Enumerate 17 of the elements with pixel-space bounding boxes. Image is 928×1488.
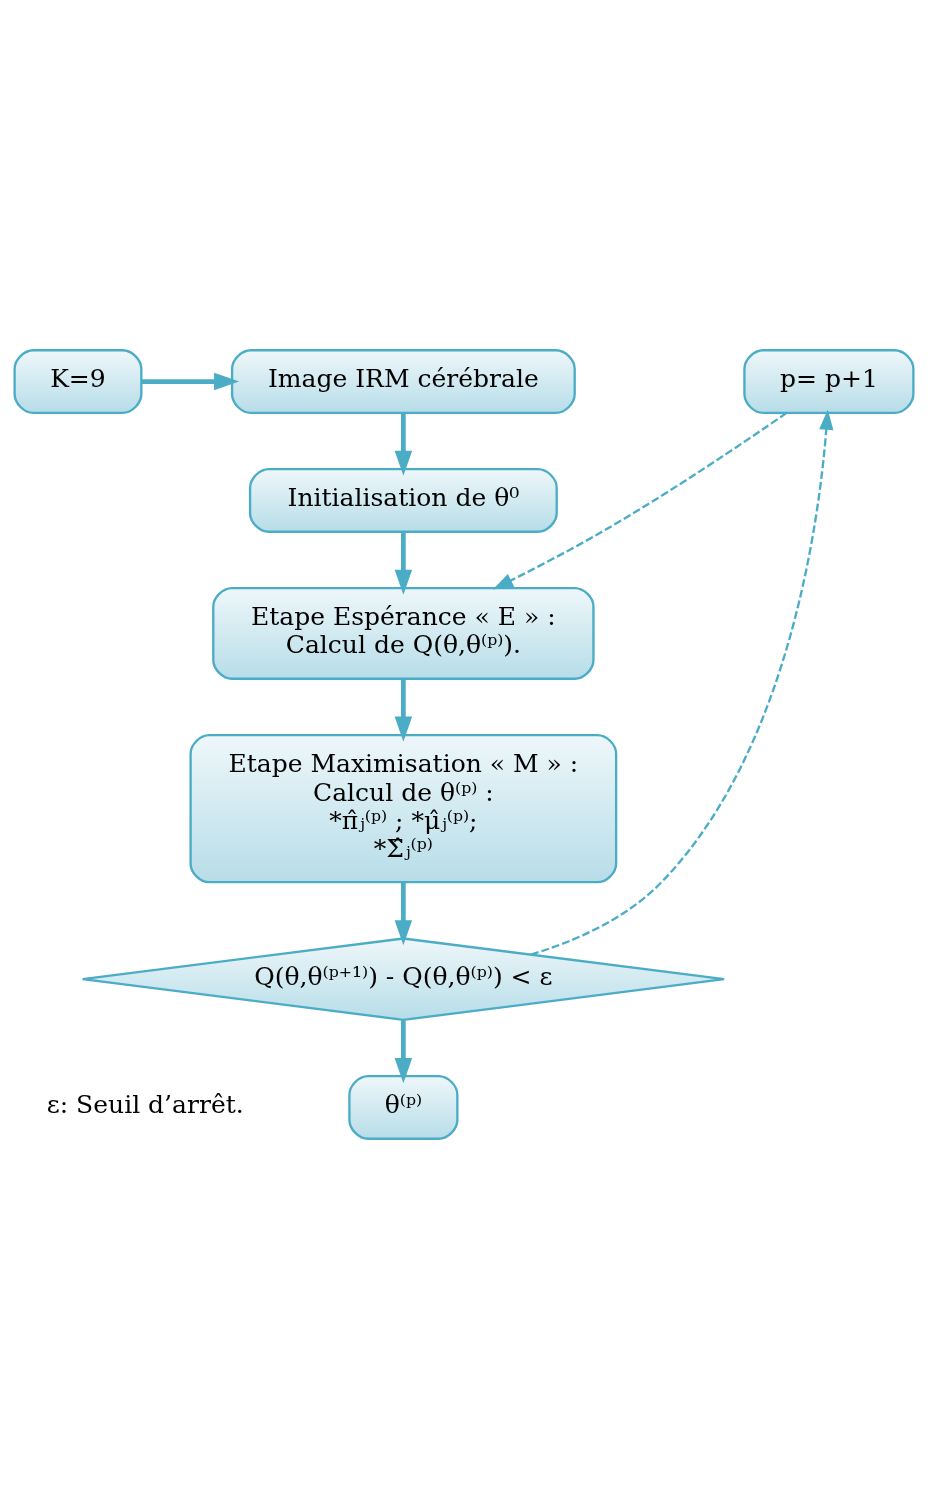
arrow xyxy=(141,372,240,390)
arrow xyxy=(394,1019,413,1083)
node-diamond: Q(θ,θ⁽ᵖ⁺¹⁾) - Q(θ,θ⁽ᵖ⁾) < ε xyxy=(81,936,726,1021)
arrow xyxy=(394,412,413,476)
node-box: Image IRM cérébrale xyxy=(230,348,576,414)
arrow xyxy=(530,408,834,956)
node-box: p= p+1 xyxy=(743,348,915,414)
arrow xyxy=(394,678,413,742)
arrow xyxy=(492,411,787,589)
node-box: K=9 xyxy=(13,348,143,414)
arrow xyxy=(394,882,413,945)
node-box: Initialisation de θ⁰ xyxy=(248,467,558,533)
arrow xyxy=(394,531,413,595)
node-box: Etape Maximisation « M » : Calcul de θ⁽ᵖ⁾ : *π̂ⱼ⁽ᵖ⁾ ; *μ̂ⱼ⁽ᵖ⁾; *Σ̂ⱼ⁽ᵖ⁾ xyxy=(189,733,618,883)
label: ε: Seuil d’arrêt. xyxy=(46,1089,244,1119)
node-box: Etape Espérance « E » : Calcul de Q(θ,θ⁽ᵖ⁾). xyxy=(212,586,595,680)
node-box: θ⁽ᵖ⁾ xyxy=(348,1074,459,1140)
